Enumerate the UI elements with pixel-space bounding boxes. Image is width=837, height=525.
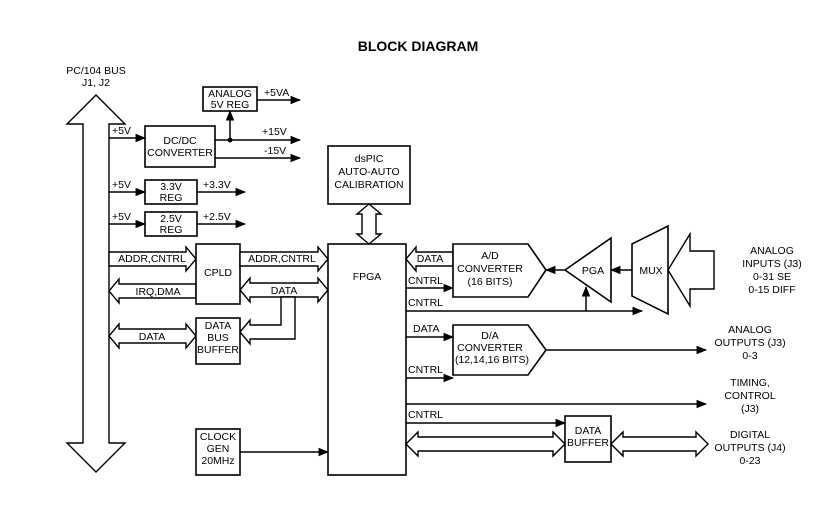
digital-label-1: DIGITAL xyxy=(730,429,770,441)
pc104-bus-arrow xyxy=(65,94,127,473)
pc104-connector-label: J1, J2 xyxy=(82,77,110,89)
data-buffer-block xyxy=(564,415,612,463)
data-cpld-label: DATA xyxy=(271,285,297,297)
addr-cntrl-bus-right xyxy=(239,245,329,273)
cntrl-timing-label: CNTRL xyxy=(408,409,443,421)
clock-label-2: GEN xyxy=(207,443,230,455)
mux-block xyxy=(631,224,669,316)
dcdc-label-1: DC/DC xyxy=(163,135,197,147)
fpga-label: FPGA xyxy=(353,271,382,283)
data-buffer-label: DATA xyxy=(139,331,165,343)
analog-inputs-label-4: 0-15 DIFF xyxy=(748,284,795,296)
p5v-33-label: +5V xyxy=(112,179,131,191)
timing-label-1: TIMING, xyxy=(730,377,770,389)
p5v-25-label: +5V xyxy=(112,211,131,223)
data-bus-buffer-label-1: DATA xyxy=(205,320,231,332)
pc104-bus-label: PC/104 BUS xyxy=(66,65,126,77)
dspic-label-2: AUTO-AUTO xyxy=(338,166,399,178)
dac-block xyxy=(452,324,547,376)
cntrl-dac-label: CNTRL xyxy=(408,364,443,376)
analog-5v-reg-block xyxy=(202,86,258,112)
adc-data-bus xyxy=(405,245,454,273)
addr-cntrl-bus-left xyxy=(108,245,197,273)
data-buffer-label-1: DATA xyxy=(575,425,601,437)
clock-label-3: 20MHz xyxy=(201,455,234,467)
cntrl-pga-label: CNTRL xyxy=(408,297,443,309)
irq-dma-label: IRQ,DMA xyxy=(136,286,181,298)
dspic-label-1: dsPIC xyxy=(355,153,384,165)
p5v-dcdc-label: +5V xyxy=(112,125,131,137)
clock-label-1: CLOCK xyxy=(200,431,236,443)
timing-label-3: (J3) xyxy=(741,403,759,415)
reg-25v-block xyxy=(144,211,198,237)
adc-label-3: (16 BITS) xyxy=(468,276,513,288)
fpga-block xyxy=(327,243,407,476)
data-bus-buffer-label-3: BUFFER xyxy=(197,344,239,356)
dspic-block xyxy=(327,145,411,205)
analog-inputs-label-1: ANALOG xyxy=(750,245,794,257)
data-branch-to-buffer xyxy=(239,296,296,346)
digital-bus-fpga-buffer xyxy=(405,430,566,458)
reg-33v-label-2: REG xyxy=(160,192,183,204)
dcdc-label-2: CONVERTER xyxy=(147,147,213,159)
addr-cntrl-left-label: ADDR,CNTRL xyxy=(118,253,186,265)
digital-label-3: 0-23 xyxy=(739,455,760,467)
dcdc-converter-block xyxy=(144,125,216,168)
dac-label-3: (12,14,16 BITS) xyxy=(455,354,529,366)
m15v-label: -15V xyxy=(264,145,286,157)
p15v-label: +15V xyxy=(262,126,287,138)
cpld-label: CPLD xyxy=(204,267,232,279)
diagram-title: BLOCK DIAGRAM xyxy=(358,38,479,54)
analog-reg-label-2: 5V REG xyxy=(211,99,250,111)
cpld-block xyxy=(195,243,241,305)
digital-label-2: OUTPUTS (J4) xyxy=(714,442,785,454)
analog-reg-label-1: ANALOG xyxy=(208,88,252,100)
p25v-label: +2.5V xyxy=(203,211,231,223)
p5va-label: +5VA xyxy=(264,87,289,99)
analog-outputs-label-3: 0-3 xyxy=(742,350,757,362)
pga-label: PGA xyxy=(582,265,604,277)
cntrl-adc-label: CNTRL xyxy=(408,275,443,287)
data-dac-label: DATA xyxy=(413,323,439,335)
clock-gen-block xyxy=(195,428,241,476)
irq-dma-bus xyxy=(108,277,197,305)
reg-25v-label-2: REG xyxy=(160,224,183,236)
adc-label-1: A/D xyxy=(481,250,499,262)
p33v-label: +3.3V xyxy=(203,179,231,191)
data-bus-buffer-block xyxy=(195,317,241,365)
dspic-label-3: CALIBRATION xyxy=(334,179,403,191)
dspic-fpga-bus xyxy=(355,203,383,245)
data-adc-label: DATA xyxy=(417,253,443,265)
reg-25v-label-1: 2.5V xyxy=(160,213,182,225)
reg-33v-label-1: 3.3V xyxy=(160,181,182,193)
dac-label-1: D/A xyxy=(481,330,499,342)
digital-bus-buffer-out xyxy=(610,430,709,458)
analog-inputs-label-3: 0-31 SE xyxy=(753,271,791,283)
analog-outputs-label-2: OUTPUTS (J3) xyxy=(714,337,785,349)
analog-inputs-arrow xyxy=(667,231,715,309)
timing-label-2: CONTROL xyxy=(724,390,775,402)
mux-label: MUX xyxy=(639,265,662,277)
analog-outputs-label-1: ANALOG xyxy=(728,324,772,336)
adc-label-2: CONVERTER xyxy=(457,263,523,275)
data-bus-buffer-label-2: BUS xyxy=(207,332,229,344)
analog-inputs-label-2: INPUTS (J3) xyxy=(742,258,802,270)
addr-cntrl-right-label: ADDR,CNTRL xyxy=(248,253,316,265)
dac-label-2: CONVERTER xyxy=(457,342,523,354)
data-buffer-label-2: BUFFER xyxy=(567,437,609,449)
